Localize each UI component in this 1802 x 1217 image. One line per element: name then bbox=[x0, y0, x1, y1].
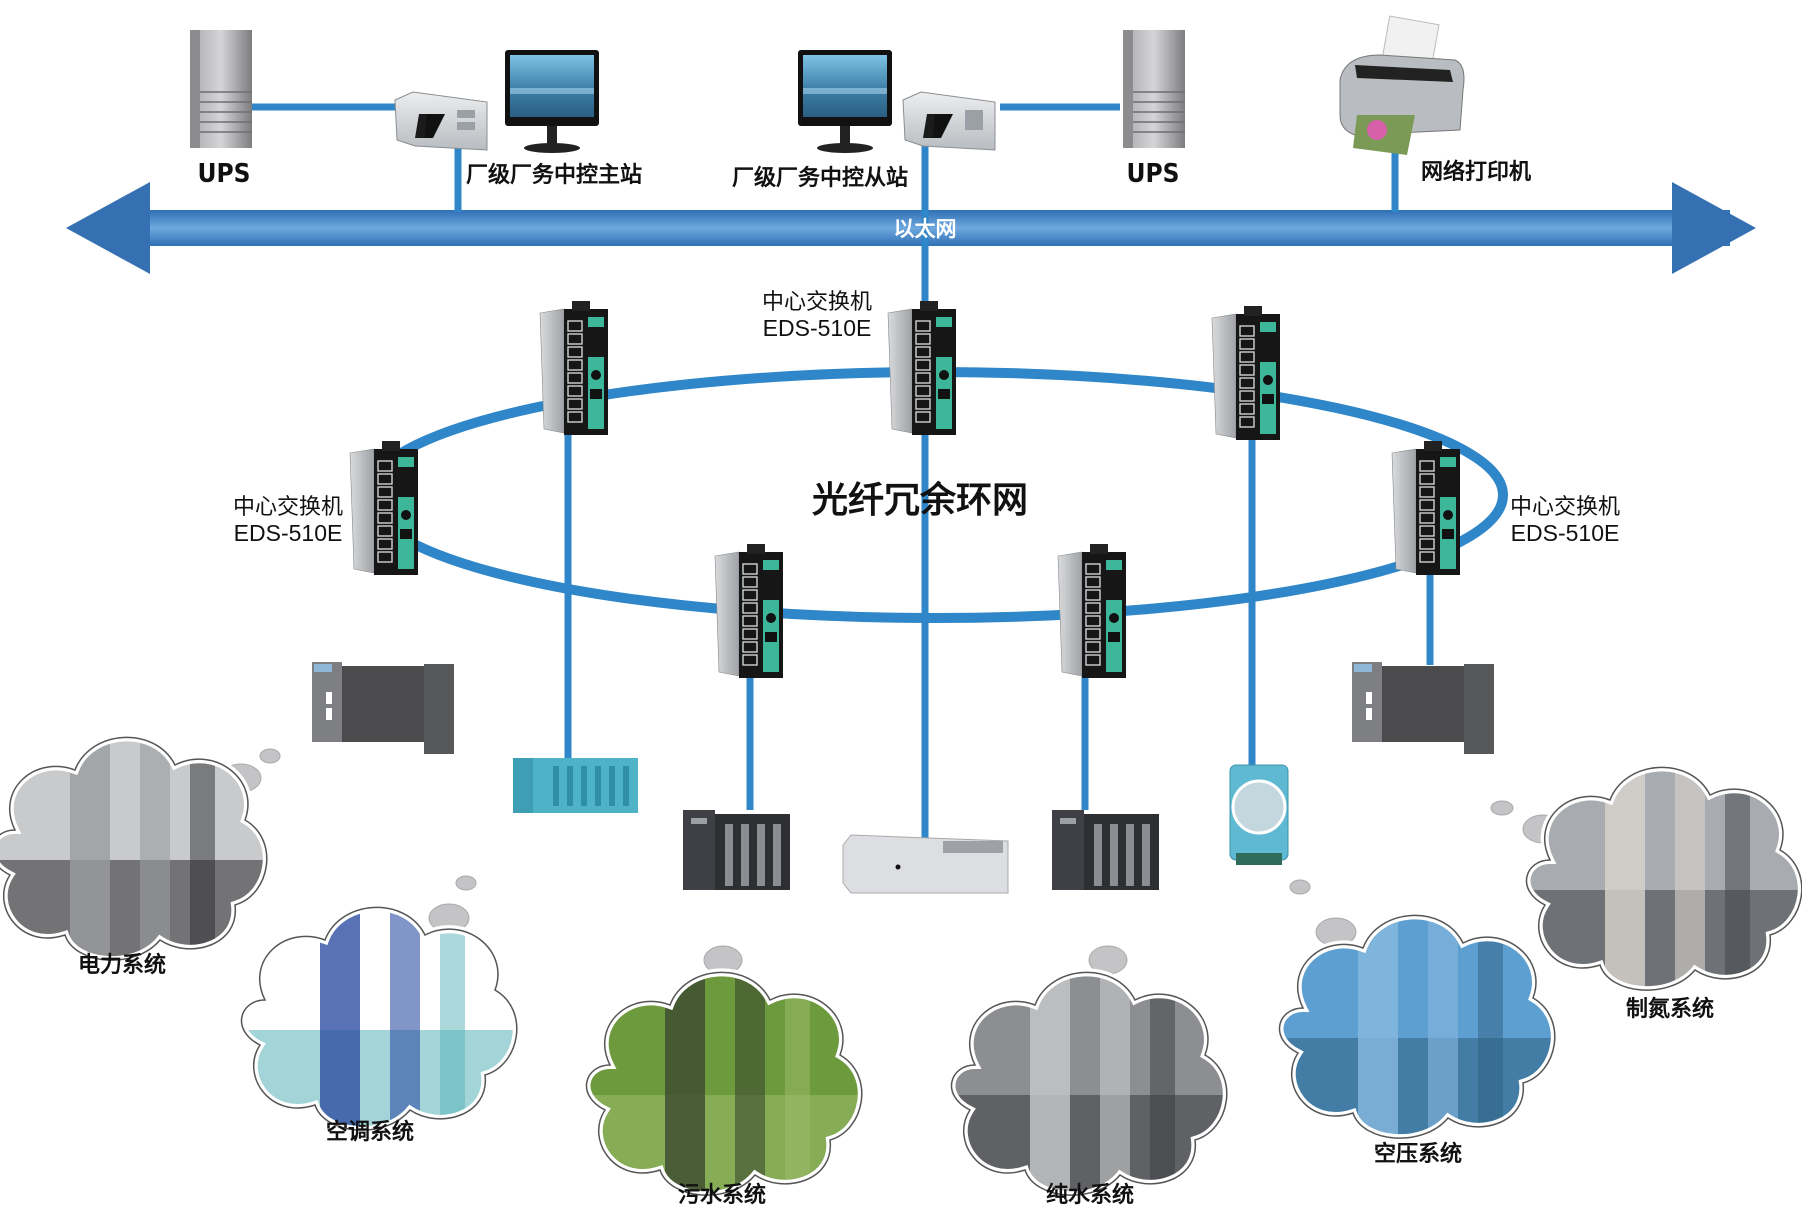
plc-rack-icon-right[interactable] bbox=[1352, 662, 1494, 754]
ethernet-backbone bbox=[66, 182, 1756, 274]
ups-tower-icon-left[interactable] bbox=[190, 30, 252, 148]
industrial-pc-icon-slave[interactable] bbox=[902, 91, 996, 151]
printer-icon[interactable] bbox=[1339, 15, 1465, 155]
system-label-hvac: 空调系统 bbox=[325, 1120, 415, 1145]
ups-tower-icon-right[interactable] bbox=[1123, 30, 1185, 148]
switch-top-center-label: 中心交换机 EDS-510E bbox=[762, 290, 872, 342]
controller-icon-left[interactable] bbox=[683, 810, 790, 890]
field-links bbox=[564, 430, 1434, 840]
switch-top-right-icon[interactable] bbox=[1211, 306, 1280, 440]
switch-left-icon[interactable] bbox=[349, 441, 418, 575]
switch-right-label: 中心交换机 EDS-510E bbox=[1510, 495, 1620, 547]
monitor-icon-slave[interactable] bbox=[798, 50, 892, 153]
switch-name: 中心交换机 bbox=[762, 290, 873, 315]
network-printer-label: 网络打印机 bbox=[1421, 160, 1532, 185]
switch-bottom-left-icon[interactable] bbox=[714, 544, 783, 678]
io-module-icon-teal[interactable] bbox=[513, 758, 638, 813]
switch-left-label: 中心交换机 EDS-510E bbox=[233, 495, 343, 547]
remote-io-icon[interactable] bbox=[1229, 764, 1289, 865]
bubble-dots bbox=[220, 748, 1564, 975]
backbone-links bbox=[250, 103, 1399, 312]
sewage-system-icon[interactable] bbox=[575, 955, 875, 1205]
hvac-system-icon[interactable] bbox=[230, 890, 530, 1140]
controller-icon-right[interactable] bbox=[1052, 810, 1159, 890]
system-label-compressed-air: 空压系统 bbox=[1373, 1142, 1463, 1167]
switch-right-icon[interactable] bbox=[1391, 441, 1460, 575]
pure-water-system-icon[interactable] bbox=[940, 955, 1240, 1205]
power-system-icon[interactable] bbox=[0, 720, 280, 970]
monitor-icon-master[interactable] bbox=[505, 50, 599, 153]
slave-station-label: 厂级厂务中控从站 bbox=[732, 166, 909, 191]
system-label-pure-water: 纯水系统 bbox=[1045, 1183, 1135, 1208]
ethernet-label: 以太网 bbox=[893, 217, 957, 241]
switch-model: EDS-510E bbox=[762, 315, 872, 342]
switch-top-center-icon[interactable] bbox=[887, 301, 956, 435]
plc-rack-icon-left[interactable] bbox=[312, 662, 454, 754]
ups-left-label: UPS bbox=[197, 159, 251, 189]
switch-bottom-right-icon[interactable] bbox=[1057, 544, 1126, 678]
system-label-power: 电力系统 bbox=[77, 953, 167, 978]
compressed-air-system-icon[interactable] bbox=[1268, 898, 1568, 1148]
system-label-sewage: 污水系统 bbox=[677, 1183, 767, 1208]
master-station-label: 厂级厂务中控主站 bbox=[466, 163, 643, 188]
switch-model: EDS-510E bbox=[1510, 520, 1620, 547]
industrial-pc-icon-master[interactable] bbox=[394, 91, 488, 151]
ups-right-label: UPS bbox=[1126, 159, 1180, 189]
switch-model: EDS-510E bbox=[233, 520, 343, 547]
switch-name: 中心交换机 bbox=[233, 495, 344, 520]
fiber-ring-label: 光纤冗余环网 bbox=[812, 480, 1029, 521]
nitrogen-system-icon[interactable] bbox=[1515, 750, 1802, 1000]
rack-server-icon[interactable] bbox=[842, 834, 1009, 894]
switch-top-left-icon[interactable] bbox=[539, 301, 608, 435]
system-label-nitrogen: 制氮系统 bbox=[1625, 997, 1715, 1022]
switch-name: 中心交换机 bbox=[1510, 495, 1621, 520]
